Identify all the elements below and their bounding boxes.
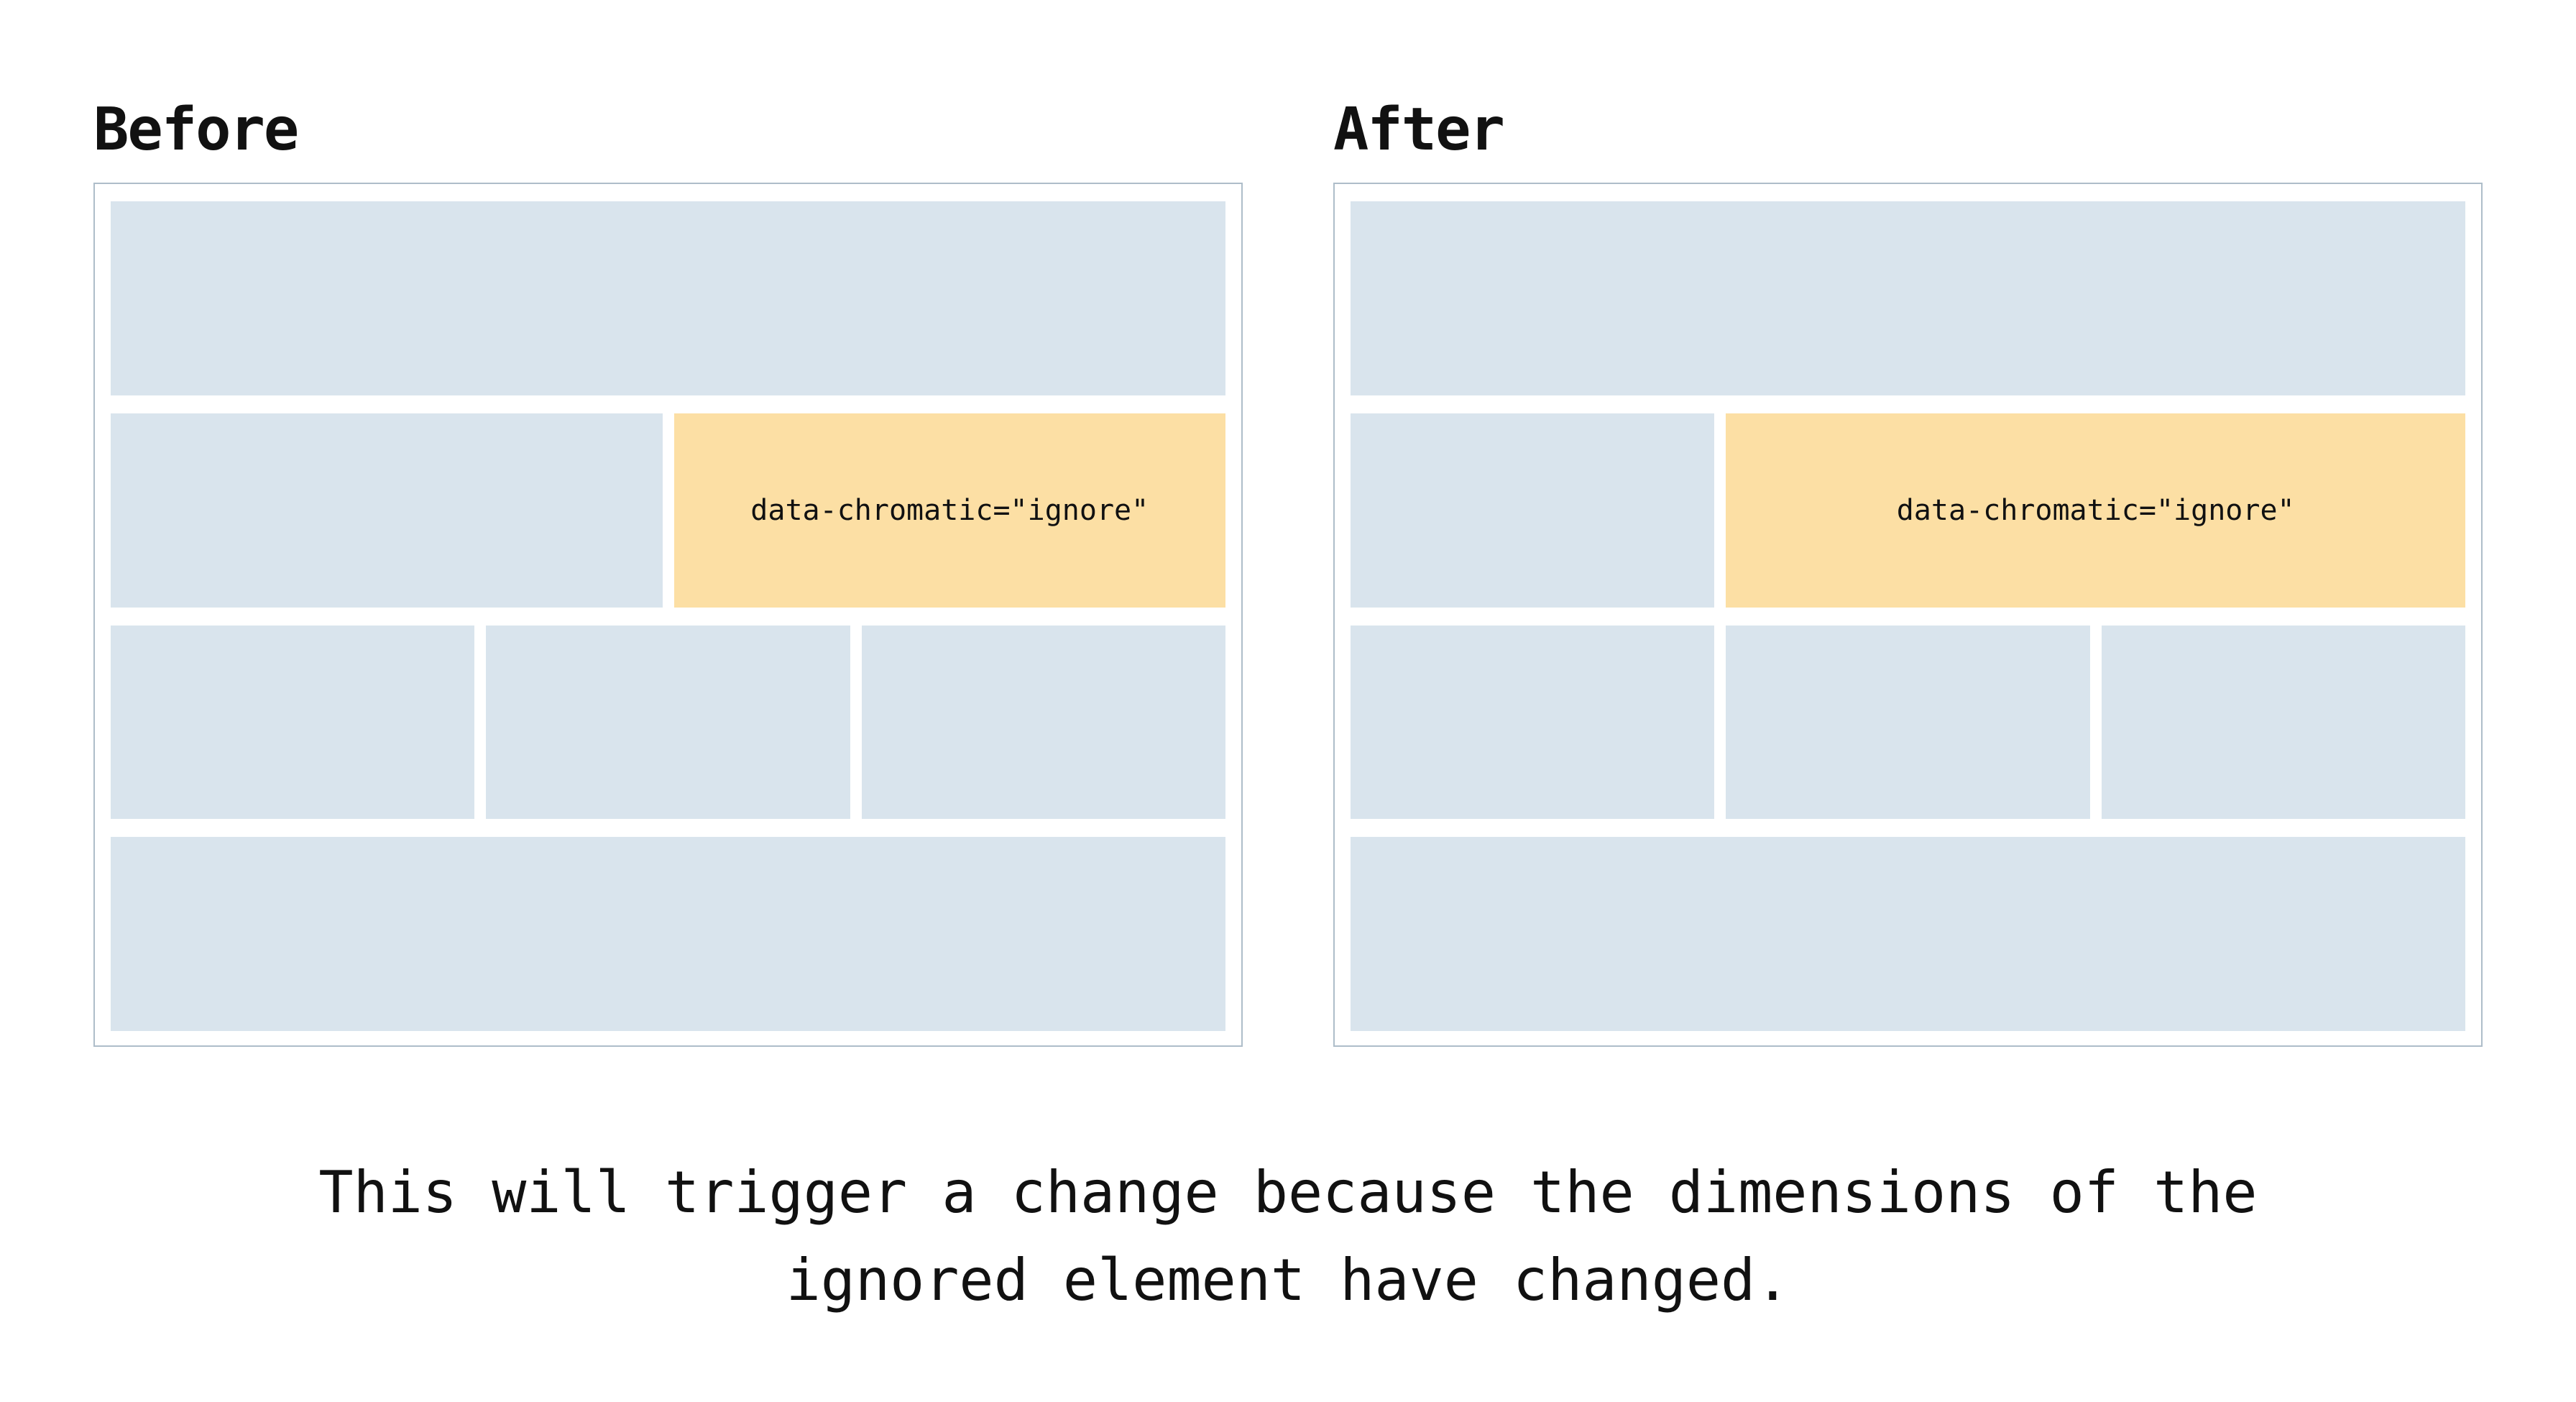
wireframe-block <box>1351 201 2465 395</box>
caption-line-2: ignored element have changed. <box>786 1247 1790 1314</box>
wireframe-row <box>1351 625 2465 820</box>
ignored-element: data-chromatic="ignore" <box>673 413 1225 608</box>
ignore-attribute-label: data-chromatic="ignore" <box>1896 493 2295 527</box>
wireframe-row <box>111 201 1225 395</box>
wireframe-block <box>861 625 1225 820</box>
wireframe-block <box>111 625 475 820</box>
wireframe-block <box>1351 413 1715 608</box>
before-title: Before <box>93 96 299 164</box>
ignored-element: data-chromatic="ignore" <box>1726 413 2465 608</box>
wireframe-block <box>486 625 850 820</box>
wireframe-block <box>111 413 663 608</box>
wireframe-row: data-chromatic="ignore" <box>111 413 1225 608</box>
caption-line-1: This will trigger a change because the d… <box>318 1159 2258 1226</box>
wireframe-row <box>1351 201 2465 395</box>
after-title: After <box>1333 96 1505 164</box>
panels-row: data-chromatic="ignore" data-chromatic="… <box>93 183 2483 1047</box>
before-panel: data-chromatic="ignore" <box>93 183 1243 1047</box>
titles-row: Before After <box>93 101 2483 160</box>
ignore-attribute-label: data-chromatic="ignore" <box>750 493 1149 527</box>
wireframe-row <box>1351 837 2465 1031</box>
wireframe-block <box>111 837 1225 1031</box>
caption: This will trigger a change because the d… <box>93 1149 2483 1324</box>
wireframe-row: data-chromatic="ignore" <box>1351 413 2465 608</box>
wireframe-block <box>1351 837 2465 1031</box>
wireframe-block <box>2101 625 2465 820</box>
wireframe-block <box>1351 625 1715 820</box>
wireframe-block <box>1726 625 2090 820</box>
wireframe-row <box>111 625 1225 820</box>
after-panel: data-chromatic="ignore" <box>1333 183 2483 1047</box>
wireframe-block <box>111 201 1225 395</box>
wireframe-row <box>111 837 1225 1031</box>
